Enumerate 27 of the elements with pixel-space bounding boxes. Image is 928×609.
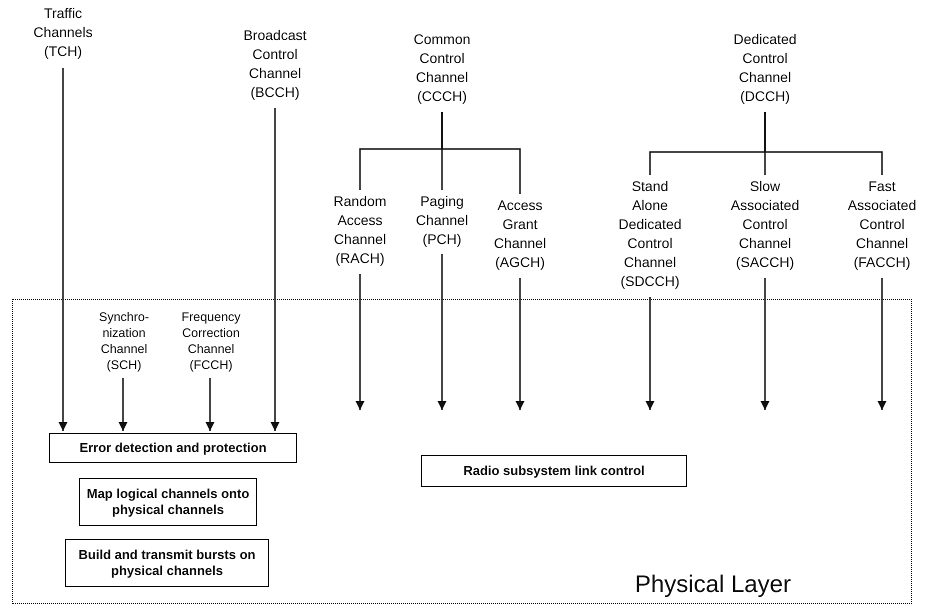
arrow xyxy=(58,68,68,431)
channel-label: Traffic Channels (TCH) xyxy=(22,4,104,64)
process-box: Build and transmit bursts on physical channels xyxy=(65,539,269,587)
connector-line xyxy=(441,112,521,194)
channel-label: Dedicated Control Channel (DCCH) xyxy=(720,30,810,108)
arrow xyxy=(438,254,446,410)
arrow xyxy=(206,378,214,431)
channel-label: Common Control Channel (CCCH) xyxy=(397,30,487,108)
arrow xyxy=(646,297,654,410)
arrow xyxy=(118,378,128,431)
arrow xyxy=(760,278,770,410)
layer-label: Physical Layer xyxy=(634,571,791,599)
channel-label: Frequency Correction Channel (FCCH) xyxy=(167,309,255,375)
arrow xyxy=(516,278,524,410)
channel-label: Fast Associated Control Channel (FACCH) xyxy=(838,177,926,274)
process-box: Map logical channels onto physical channels xyxy=(79,478,257,526)
channel-label: Stand Alone Dedicated Control Channel (SDCCH) xyxy=(616,177,684,293)
arrow xyxy=(878,278,886,410)
channel-label: Broadcast Control Channel (BCCH) xyxy=(230,26,320,104)
arrow xyxy=(270,108,280,431)
arrow xyxy=(356,274,364,410)
channel-label: Slow Associated Control Channel (SACCH) xyxy=(722,177,808,274)
connector-line xyxy=(764,112,883,175)
process-box: Radio subsystem link control xyxy=(421,455,687,487)
process-box: Error detection and protection xyxy=(49,433,297,463)
channel-label: Synchro-nization Channel (SCH) xyxy=(84,309,164,375)
layer-boundary xyxy=(12,299,912,604)
